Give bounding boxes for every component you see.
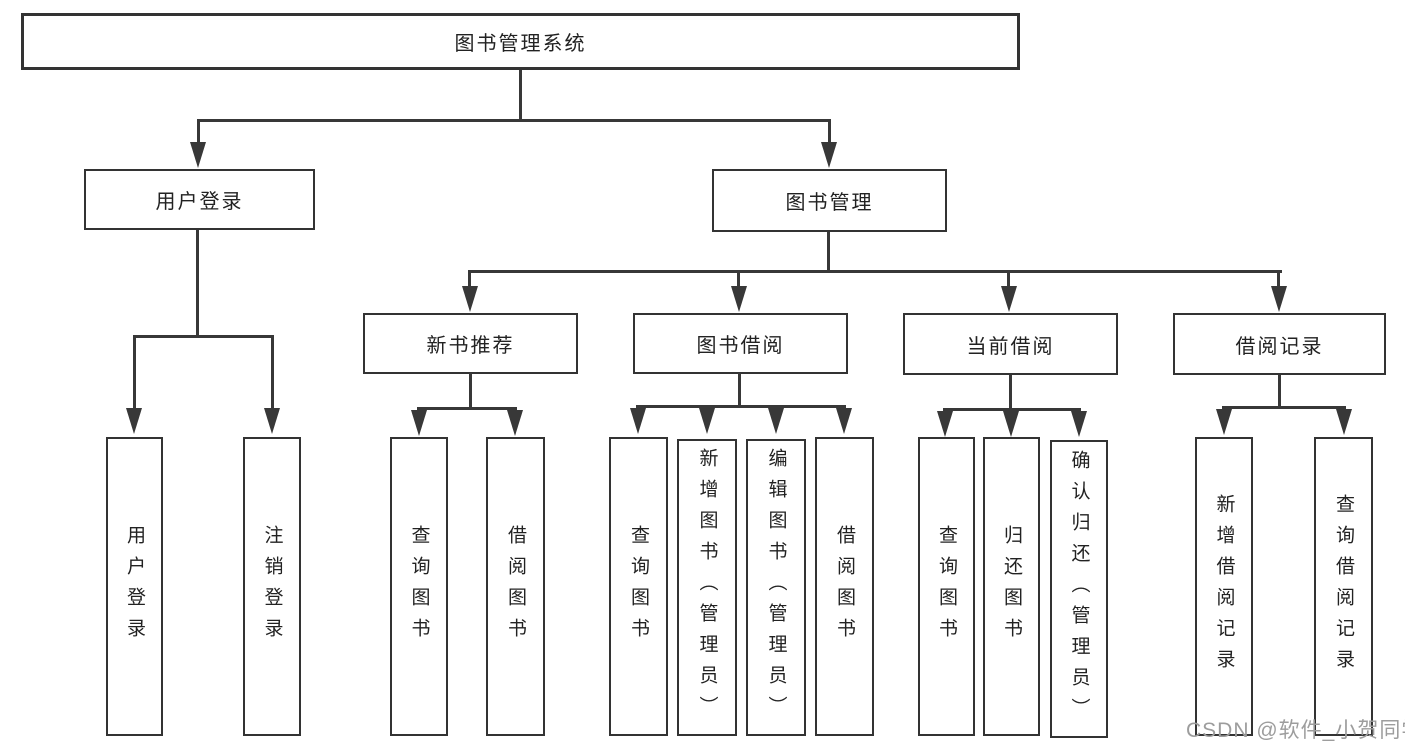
csdn-watermark: CSDN @软件_小贺同学 (1186, 719, 1405, 742)
leaf-confirm-return-admin-label: 确认归还（管理员） (1068, 449, 1090, 729)
edge-into-current-shaft (1007, 270, 1010, 288)
node-library-system: 图书管理系统 (21, 13, 1020, 70)
arrow-into-borrowing (731, 286, 747, 312)
arrow-into-leaf-logout (264, 408, 280, 434)
leaf-query-books-2: 查询图书 (609, 437, 668, 736)
arrow-into-user-login (190, 142, 206, 168)
leaf-add-borrow-record-label: 新增借阅记录 (1213, 493, 1235, 680)
leaf-query-books-3-label: 查询图书 (936, 524, 957, 649)
arrow-into-leaf-login (126, 408, 142, 434)
node-book-borrowing: 图书借阅 (633, 313, 848, 374)
edge-current-connector (943, 408, 1081, 411)
leaf-query-borrow-record-label: 查询借阅记录 (1333, 493, 1354, 680)
node-new-books: 新书推荐 (363, 313, 578, 374)
arrow-into-leaf-query-2 (630, 408, 646, 434)
leaf-edit-books-admin: 编辑图书（管理员） (746, 439, 806, 736)
node-borrow-records-label: 借阅记录 (1235, 335, 1324, 358)
node-current-borrowing-label: 当前借阅 (966, 335, 1055, 358)
edge-records-stem (1278, 375, 1281, 409)
leaf-logout: 注销登录 (243, 437, 301, 736)
node-book-borrowing-label: 图书借阅 (696, 335, 785, 357)
arrow-into-leaf-add-record (1216, 409, 1232, 435)
edge-into-user-login-shaft (197, 119, 200, 144)
edge-into-new-books-shaft (468, 270, 471, 288)
arrow-into-leaf-edit-book (768, 408, 784, 434)
edge-records-connector (1222, 406, 1346, 409)
edge-into-leaf-logout-shaft (271, 335, 274, 410)
arrow-into-leaf-add-book (699, 408, 715, 434)
edge-root-stem (519, 70, 522, 121)
leaf-query-books-3: 查询图书 (918, 437, 975, 736)
edge-into-borrowing-shaft (737, 270, 740, 288)
edge-level3-connector (468, 270, 1282, 273)
node-borrow-records: 借阅记录 (1173, 313, 1386, 375)
node-current-borrowing: 当前借阅 (903, 313, 1118, 375)
node-user-login: 用户登录 (84, 169, 315, 230)
edge-new-books-connector (417, 407, 517, 410)
leaf-borrow-books-2-label: 借阅图书 (834, 524, 855, 649)
leaf-query-borrow-record: 查询借阅记录 (1314, 437, 1373, 736)
edge-new-books-stem (469, 373, 472, 410)
leaf-confirm-return-admin: 确认归还（管理员） (1050, 440, 1108, 738)
edge-level2-connector (197, 119, 831, 122)
edge-borrowing-connector (636, 405, 846, 408)
node-library-system-label: 图书管理系统 (454, 33, 587, 55)
leaf-query-books-1: 查询图书 (390, 437, 448, 736)
leaf-borrow-books-2: 借阅图书 (815, 437, 874, 736)
arrow-into-leaf-confirm-return (1071, 411, 1087, 437)
leaf-query-books-1-label: 查询图书 (408, 524, 430, 649)
arrow-into-current (1001, 286, 1017, 312)
node-book-mgmt-label: 图书管理 (785, 192, 874, 214)
leaf-query-books-2-label: 查询图书 (628, 524, 649, 649)
edge-book-mgmt-stem (827, 232, 830, 273)
leaf-add-books-admin: 新增图书（管理员） (677, 439, 737, 736)
arrow-into-new-books (462, 286, 478, 312)
arrow-into-leaf-return (1003, 411, 1019, 437)
leaf-user-login: 用户登录 (106, 437, 163, 736)
edge-into-leaf-login-shaft (133, 335, 136, 410)
node-user-login-label: 用户登录 (155, 191, 244, 213)
arrow-into-leaf-borrow-2 (836, 408, 852, 434)
edge-into-book-mgmt-shaft (828, 119, 831, 144)
node-new-books-label: 新书推荐 (426, 335, 515, 357)
arrow-into-leaf-query-1 (411, 410, 427, 436)
edge-borrowing-stem (738, 373, 741, 408)
leaf-add-borrow-record: 新增借阅记录 (1195, 437, 1253, 736)
leaf-return-books-label: 归还图书 (1001, 524, 1022, 649)
edge-current-stem (1009, 375, 1012, 411)
leaf-logout-label: 注销登录 (261, 524, 283, 649)
node-book-mgmt: 图书管理 (712, 169, 947, 232)
arrow-into-leaf-borrow-1 (507, 410, 523, 436)
arrow-into-leaf-query-record (1336, 409, 1352, 435)
leaf-return-books: 归还图书 (983, 437, 1040, 736)
leaf-user-login-label: 用户登录 (124, 524, 145, 649)
edge-user-group-connector (133, 335, 274, 338)
leaf-borrow-books-1-label: 借阅图书 (505, 524, 526, 649)
edge-user-login-stem (196, 230, 199, 338)
leaf-edit-books-admin-label: 编辑图书（管理员） (765, 448, 787, 727)
arrow-into-leaf-query-3 (937, 411, 953, 437)
leaf-add-books-admin-label: 新增图书（管理员） (696, 448, 718, 727)
edge-into-records-shaft (1277, 270, 1280, 288)
arrow-into-records (1271, 286, 1287, 312)
arrow-into-book-mgmt (821, 142, 837, 168)
leaf-borrow-books-1: 借阅图书 (486, 437, 545, 736)
